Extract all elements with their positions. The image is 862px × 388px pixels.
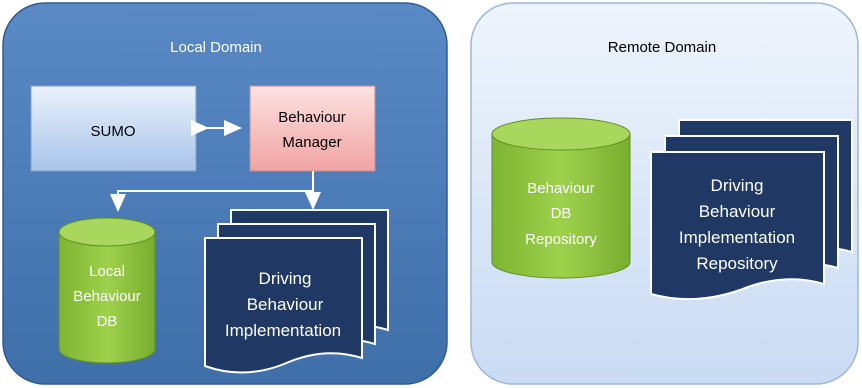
sumo-node: SUMO bbox=[30, 85, 197, 172]
local-db-label-line1: Local bbox=[89, 263, 125, 280]
remote-db-top bbox=[491, 117, 631, 151]
remote-domain-title: Remote Domain bbox=[608, 39, 716, 56]
repository-label-line1: Driving bbox=[711, 176, 764, 195]
remote-db-label-line3: Repository bbox=[525, 231, 597, 248]
behaviour-db-repository: Behaviour DB Repository bbox=[491, 117, 631, 279]
remote-db-label-line1: Behaviour bbox=[527, 180, 595, 197]
local-db-body bbox=[58, 231, 156, 364]
local-domain-title: Local Domain bbox=[170, 39, 262, 56]
sumo-box bbox=[30, 85, 197, 172]
behaviour-manager-label-line1: Behaviour bbox=[278, 109, 346, 126]
local-db-top bbox=[58, 217, 156, 247]
driving-behaviour-implementation-stack: Driving Behaviour Implementation bbox=[204, 209, 389, 374]
repository-label-line4: Repository bbox=[696, 254, 778, 273]
remote-db-body bbox=[491, 133, 631, 279]
behaviour-manager-label-line2: Manager bbox=[282, 134, 341, 151]
local-behaviour-db: Local Behaviour DB bbox=[58, 217, 156, 364]
implementation-doc-front bbox=[204, 237, 363, 374]
local-domain: Local Domain SUMO Behaviour Manager Loca… bbox=[2, 2, 448, 385]
behaviour-manager-box bbox=[249, 85, 376, 172]
implementation-label-line2: Behaviour bbox=[247, 295, 324, 314]
repository-label-line2: Behaviour bbox=[699, 202, 776, 221]
local-db-label-line2: Behaviour bbox=[73, 288, 141, 305]
behaviour-manager-node: Behaviour Manager bbox=[249, 85, 376, 172]
local-db-label-line3: DB bbox=[97, 313, 118, 330]
implementation-label-line1: Driving bbox=[259, 269, 312, 288]
repository-label-line3: Implementation bbox=[679, 228, 795, 247]
remote-domain: Remote Domain Behaviour DB Repository Dr… bbox=[470, 2, 859, 385]
manager-to-local-db-arrow bbox=[110, 171, 314, 212]
sumo-label: SUMO bbox=[91, 123, 136, 140]
implementation-repository-stack: Driving Behaviour Implementation Reposit… bbox=[650, 119, 853, 301]
implementation-label-line3: Implementation bbox=[225, 321, 341, 340]
repository-doc-front bbox=[650, 151, 825, 301]
remote-db-label-line2: DB bbox=[551, 205, 572, 222]
